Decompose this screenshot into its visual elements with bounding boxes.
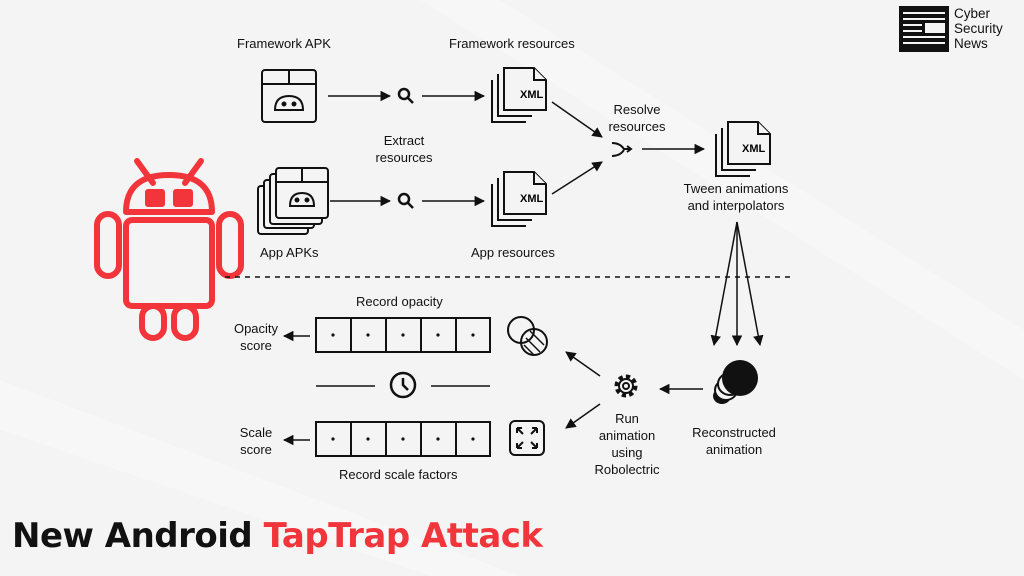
search-icon-app [397,192,414,209]
label-framework-resources: Framework resources [449,36,575,51]
cyber-security-news-logo-icon [899,6,949,52]
scale-record-strip [315,421,491,457]
xml-label-framework: XML [520,89,544,101]
tween-xml-icon [715,121,771,177]
headline: New Android TapTrap Attack [12,516,543,556]
app-apks-icon [257,167,329,235]
label-record-opacity: Record opacity [356,294,443,309]
brand-name: Cyber Security News [954,6,1003,51]
label-app-apks: App APKs [260,245,319,260]
android-robot-icon [94,158,244,341]
label-framework-apk: Framework APK [237,36,331,51]
app-xml-icon [491,171,547,227]
framework-xml-icon [491,67,547,123]
xml-label-tween: XML [742,143,766,155]
gear-icon [614,374,638,398]
label-record-scale-factors: Record scale factors [339,467,458,482]
xml-label-app: XML [520,193,544,205]
label-app-resources: App resources [471,245,555,260]
opacity-icon [507,316,548,356]
framework-apk-icon [261,69,317,123]
reconstructed-animation-icon [713,360,758,404]
search-icon-framework [397,87,414,104]
opacity-record-strip [315,317,491,353]
headline-part1: New Android [12,516,264,556]
headline-accent: TapTrap Attack [263,516,543,556]
merge-icon [611,142,633,157]
scale-icon [509,420,545,456]
clock-icon [389,371,417,399]
